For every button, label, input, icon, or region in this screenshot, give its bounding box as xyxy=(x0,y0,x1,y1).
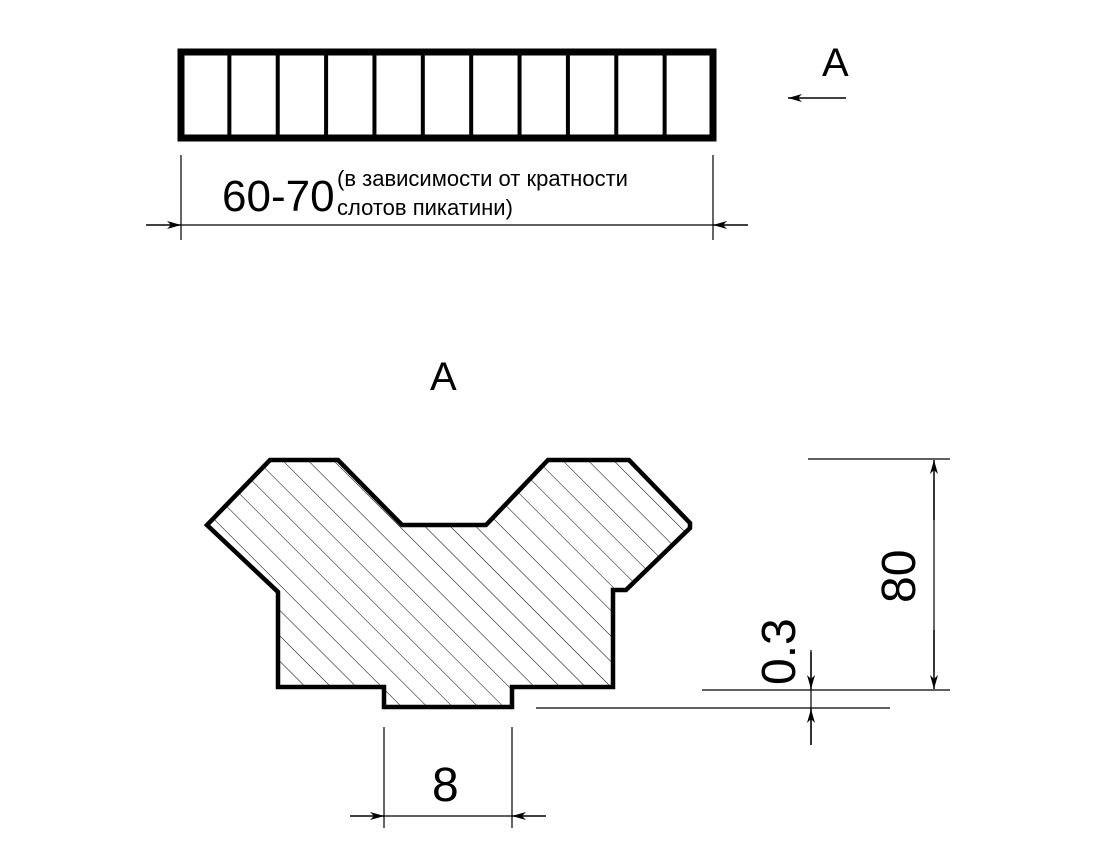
height-label: 80 xyxy=(873,550,926,603)
view-direction-marker: A xyxy=(788,41,849,102)
step-dimension: 0.3 xyxy=(536,618,890,745)
width-label: 8 xyxy=(432,759,459,812)
cross-section-profile xyxy=(203,457,693,710)
height-dimension: 80 xyxy=(702,458,950,691)
length-note-line2: слотов пикатини) xyxy=(337,195,513,220)
width-dimension: 8 xyxy=(350,727,546,828)
step-label: 0.3 xyxy=(753,618,806,685)
length-note-line1: (в зависимости от кратности xyxy=(337,166,628,191)
length-label: 60-70 xyxy=(222,172,335,221)
view-marker-label: A xyxy=(822,41,849,85)
rail-cross-section xyxy=(203,457,693,710)
rail-slot-lines xyxy=(227,52,667,138)
rail-top-view xyxy=(177,48,717,142)
section-title: A xyxy=(430,355,457,399)
rail-outline xyxy=(177,48,717,142)
length-dimension: 60-70 (в зависимости от кратности слотов… xyxy=(146,155,748,240)
